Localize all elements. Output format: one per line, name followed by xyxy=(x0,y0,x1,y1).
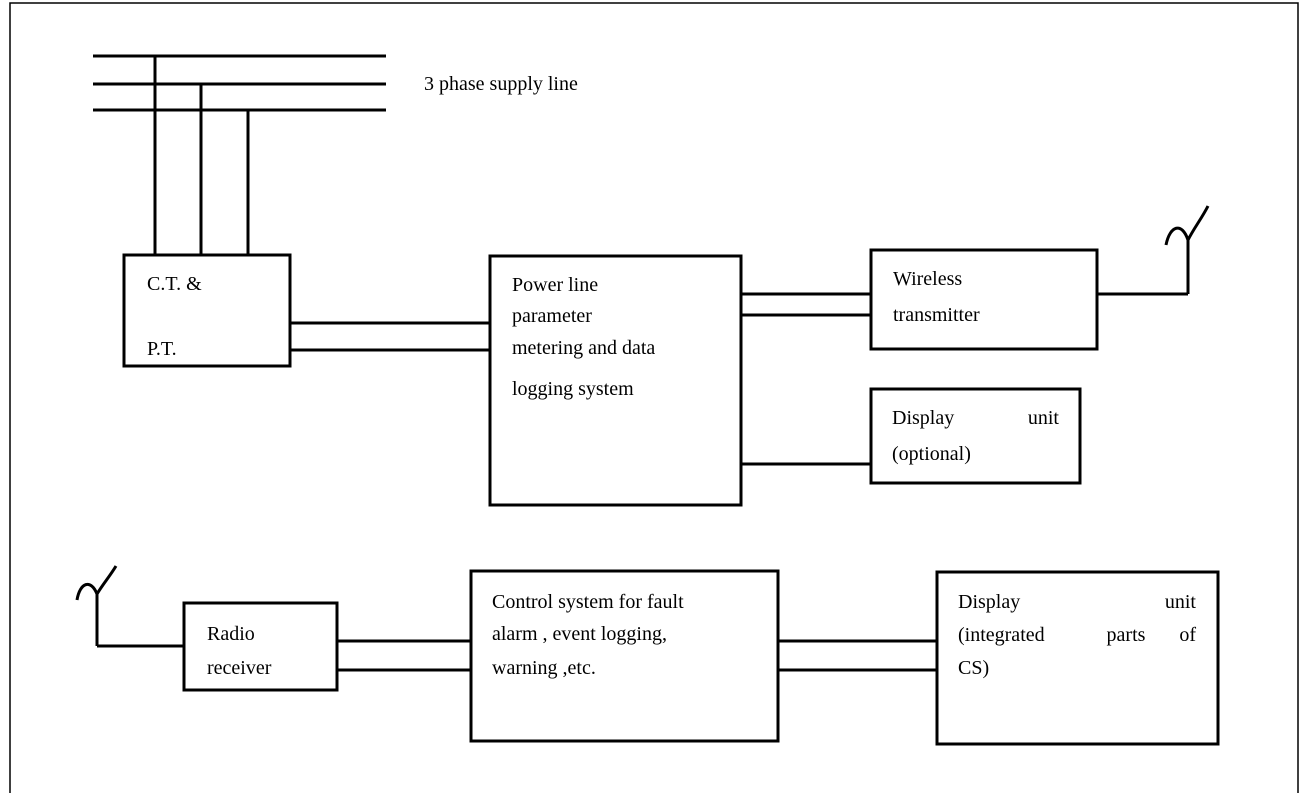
control-label-line3: warning ,etc. xyxy=(492,657,596,679)
supply-line-label: 3 phase supply line xyxy=(424,73,578,95)
three-phase-supply-line xyxy=(93,54,386,112)
ct-pt-to-metering-link xyxy=(290,321,490,352)
supply-taps xyxy=(153,56,250,255)
ct-pt-label-line1: C.T. & xyxy=(147,273,202,295)
ct-pt-box xyxy=(122,253,292,368)
control-label-line1: Control system for fault xyxy=(492,591,684,613)
control-to-display-link xyxy=(778,639,937,672)
display2-line2-word1: (integrated xyxy=(958,624,1045,646)
display2-line2-word3: of xyxy=(1179,624,1196,646)
display1-line2: (optional) xyxy=(892,443,971,465)
control-system-box xyxy=(469,569,780,743)
radio-receiver-box xyxy=(182,601,339,692)
ct-pt-label-line2: P.T. xyxy=(147,338,177,360)
metering-to-transmitter-link xyxy=(741,292,871,317)
control-label-line2: alarm , event logging, xyxy=(492,623,667,645)
receiver-label-line2: receiver xyxy=(207,657,272,679)
display2-line2-word2: parts xyxy=(1107,624,1146,646)
metering-label-line1: Power line xyxy=(512,274,598,296)
display1-word1: Display xyxy=(892,407,954,429)
display-unit-optional-box xyxy=(869,387,1082,485)
wireless-transmitter-box xyxy=(869,248,1099,351)
display-unit-integrated-box xyxy=(935,570,1220,746)
display1-word2: unit xyxy=(1028,407,1060,429)
metering-label-line2: parameter xyxy=(512,305,592,327)
receiver-label-line1: Radio xyxy=(207,623,255,645)
display2-word1: Display xyxy=(958,591,1020,613)
display2-word2: unit xyxy=(1165,591,1197,613)
transmitter-label-line1: Wireless xyxy=(893,268,962,290)
receiver-to-control-link xyxy=(337,639,471,672)
metering-system-box xyxy=(488,254,743,507)
transmitter-antenna-icon xyxy=(1097,205,1210,296)
diagram-frame xyxy=(9,2,1299,793)
metering-label-line4: logging system xyxy=(512,378,634,400)
transmitter-label-line2: transmitter xyxy=(893,304,980,326)
display2-line3: CS) xyxy=(958,657,989,679)
receiver-antenna-icon xyxy=(75,565,184,648)
metering-label-line3: metering and data xyxy=(512,337,655,359)
